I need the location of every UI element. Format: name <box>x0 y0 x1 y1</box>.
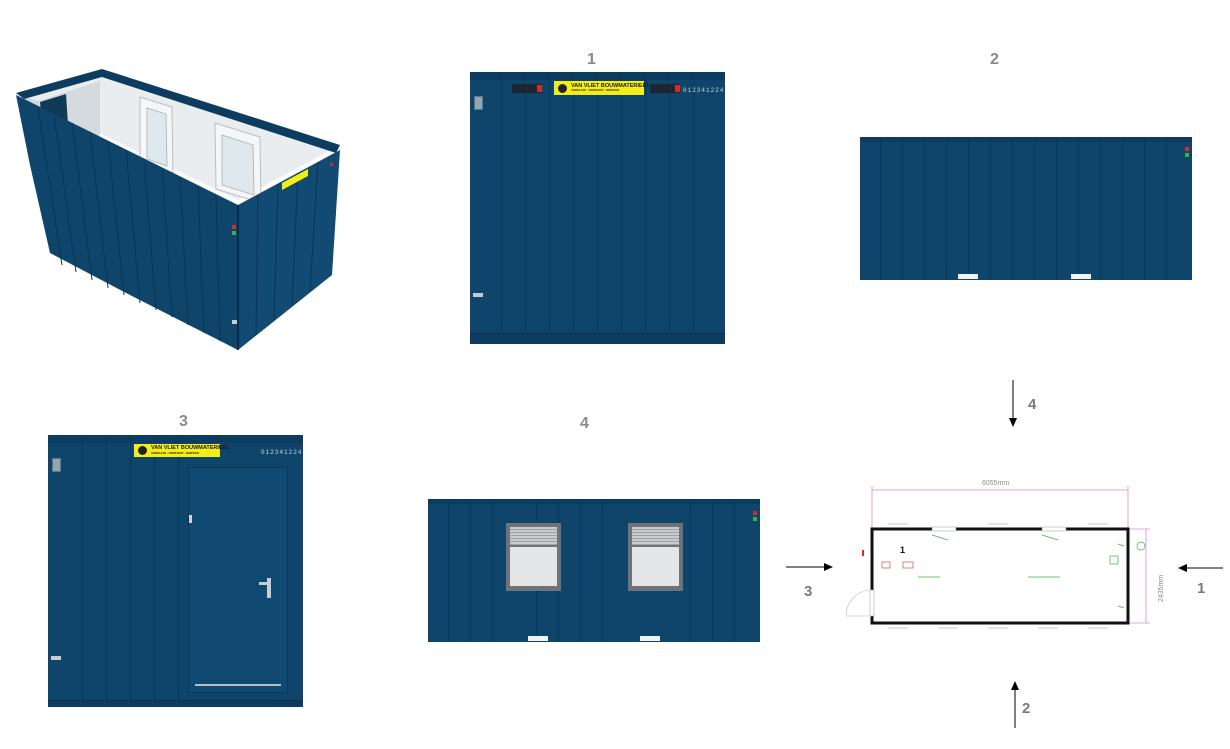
door-threshold <box>195 684 281 686</box>
gear-icon <box>137 445 148 456</box>
brand-logo: VAN VLIET BOUWMATERIEEL VERHUUR - VERKOO… <box>554 81 650 95</box>
view-label-4: 4 <box>580 415 589 432</box>
window-1 <box>506 523 561 591</box>
door-handle[interactable] <box>267 578 271 598</box>
forklift-pocket-left <box>958 274 978 279</box>
forklift-pocket-right-4 <box>640 636 660 641</box>
lamp-side <box>1185 147 1189 151</box>
window-2 <box>628 523 683 591</box>
dir-label-1: 1 <box>1197 580 1206 597</box>
view-label-1: 1 <box>587 51 596 68</box>
brand-logo-2: VAN VLIET BOUWMATERIEEL VERHUUR - VERKOO… <box>134 444 230 457</box>
serial-number-2: 012341224 <box>261 449 303 456</box>
floor-plan <box>845 486 1150 629</box>
arrow-2-up <box>1011 681 1019 728</box>
brand-tagline: VERHUUR - VERKOOP - SERVICE <box>571 88 620 93</box>
dir-label-3: 3 <box>804 583 813 600</box>
serial-number: 012341224 <box>683 87 725 94</box>
3d-logo <box>282 169 308 190</box>
arrow-4-down <box>1009 380 1017 427</box>
end-view-1: VAN VLIET BOUWMATERIEEL VERHUUR - VERKOO… <box>470 72 725 344</box>
gear-icon <box>557 82 568 94</box>
dir-label-2: 2 <box>1022 700 1031 717</box>
lamp-right <box>650 84 680 93</box>
warning-sign <box>474 96 483 110</box>
dir-label-4: 4 <box>1028 396 1037 413</box>
view-label-2: 2 <box>990 51 999 68</box>
arrow-1-left <box>1178 564 1223 572</box>
plan-item-label: 1 <box>900 545 906 555</box>
length-dimension: 6055mm <box>982 480 1010 487</box>
end-view-3: VAN VLIET BOUWMATERIEEL VERHUUR - VERKOO… <box>48 435 303 707</box>
side-view-4 <box>428 499 760 642</box>
side-view-2 <box>860 137 1192 280</box>
right-end-wall <box>238 150 340 350</box>
entrance-door[interactable] <box>188 467 288 693</box>
view-label-3: 3 <box>179 413 188 430</box>
forklift-pocket-right <box>1071 274 1091 279</box>
front-long-wall <box>16 95 238 350</box>
arrow-3-right <box>786 563 833 571</box>
warning-sign-2 <box>52 458 61 472</box>
door-hinge <box>189 515 192 523</box>
plan-walls <box>870 527 1130 625</box>
brand-name: VAN VLIET BOUWMATERIEEL <box>571 82 650 89</box>
lamp-left <box>512 84 542 93</box>
plate <box>473 293 483 297</box>
forklift-pocket-left-4 <box>528 636 548 641</box>
container-3d-view <box>16 69 340 350</box>
width-dimension: 2435mm <box>1158 574 1166 603</box>
